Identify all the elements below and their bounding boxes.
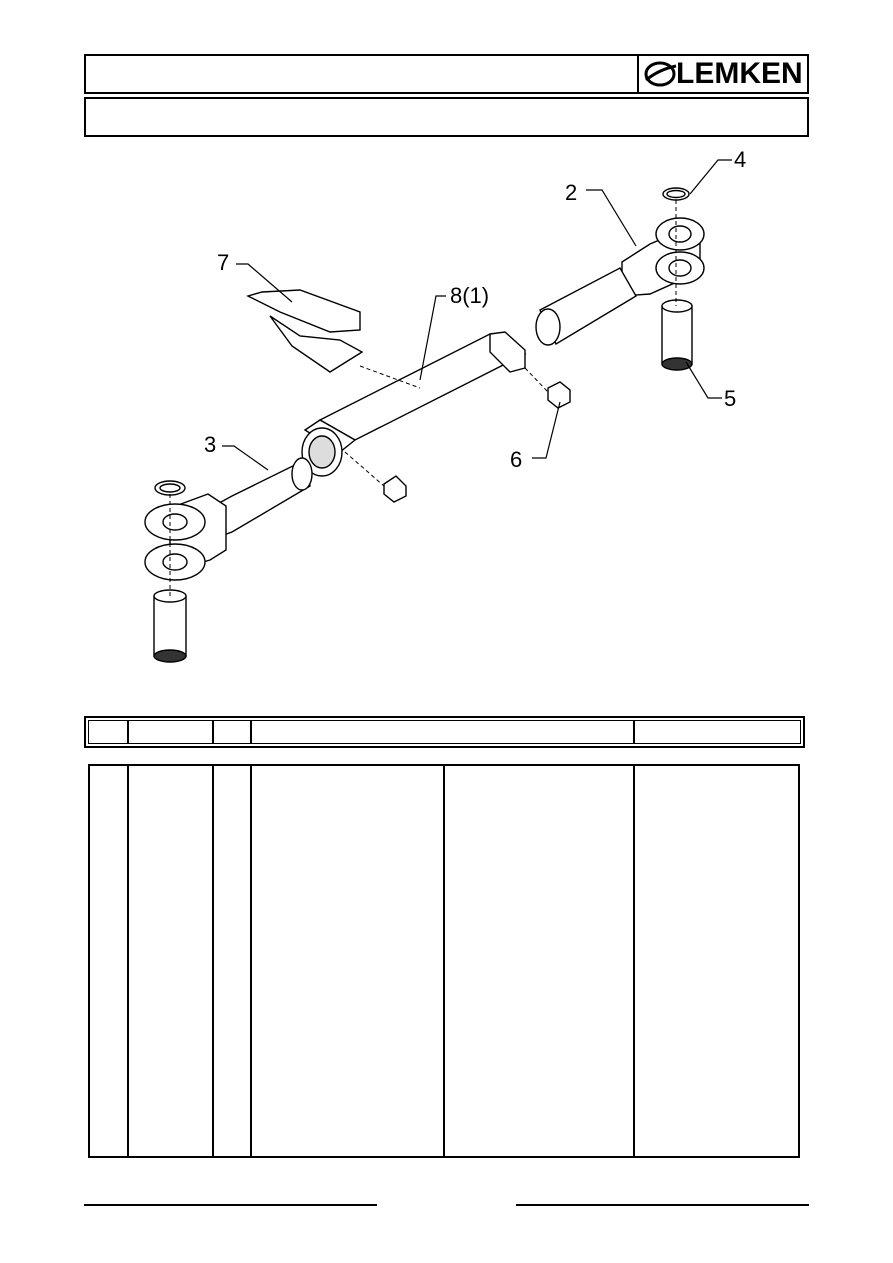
body-col-divider-1 <box>127 764 129 1158</box>
lemken-logo: LEMKEN <box>642 58 806 90</box>
body-col-divider-5 <box>633 764 635 1158</box>
lemken-logo-icon <box>644 61 677 87</box>
callout-4: 4 <box>734 147 747 172</box>
callout-8: 8(1) <box>450 283 490 308</box>
exploded-parts-drawing <box>144 159 732 663</box>
body-col-divider-4 <box>443 764 445 1158</box>
callout-5: 5 <box>724 386 737 411</box>
body-col-divider-2 <box>212 764 214 1158</box>
header-title-box <box>84 54 809 94</box>
header-subtitle-box <box>84 97 809 137</box>
callout-2: 2 <box>565 180 578 205</box>
footer-line-right <box>516 1204 809 1206</box>
footer-line-left <box>84 1204 377 1206</box>
brand-name: LEMKEN <box>676 57 803 90</box>
callout-7: 7 <box>217 250 230 275</box>
callout-6: 6 <box>510 447 523 472</box>
parts-table-header-outer <box>84 716 805 748</box>
header-col-divider-2 <box>212 720 214 744</box>
body-col-divider-3 <box>250 764 252 1158</box>
header-divider <box>637 54 639 94</box>
callout-3: 3 <box>204 432 217 457</box>
parts-table-header-inner <box>88 720 801 744</box>
header-col-divider-1 <box>127 720 129 744</box>
header-col-divider-3 <box>250 720 252 744</box>
header-col-divider-4 <box>633 720 635 744</box>
